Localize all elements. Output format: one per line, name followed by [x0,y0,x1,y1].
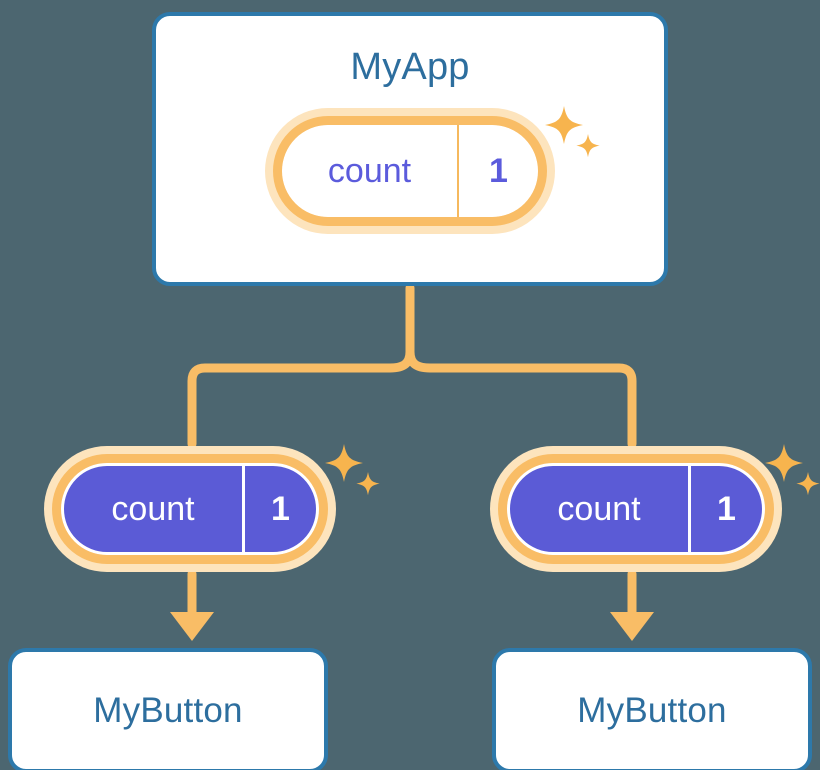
state-pill-myapp[interactable]: count 1 [265,108,555,234]
component-card-mybutton-right[interactable]: MyButton [492,648,812,770]
state-pill-child-right[interactable]: count 1 [490,446,782,572]
component-label: MyButton [93,690,243,730]
connector-branch-right [405,347,637,449]
component-card-mybutton-left[interactable]: MyButton [8,648,328,770]
component-label: MyButton [577,690,727,730]
state-pill-inner: count 1 [282,125,538,217]
connector-branch-left [187,347,415,449]
state-key-label: count [557,489,641,528]
state-value-label: 1 [457,125,538,217]
state-pill-ring: count 1 [52,454,328,564]
state-key-label: count [327,151,412,190]
page-title: MyApp [350,46,470,88]
state-key-label: count [111,489,195,528]
state-pill-inner: count 1 [507,463,765,555]
state-value-label: 1 [242,466,316,552]
state-pill-ring: count 1 [498,454,774,564]
connector-arrow-right [610,569,654,641]
state-pill-ring: count 1 [273,116,547,226]
state-value-label: 1 [688,466,762,552]
state-pill-child-left[interactable]: count 1 [44,446,336,572]
connector-arrow-left [170,569,214,641]
state-pill-inner: count 1 [61,463,319,555]
